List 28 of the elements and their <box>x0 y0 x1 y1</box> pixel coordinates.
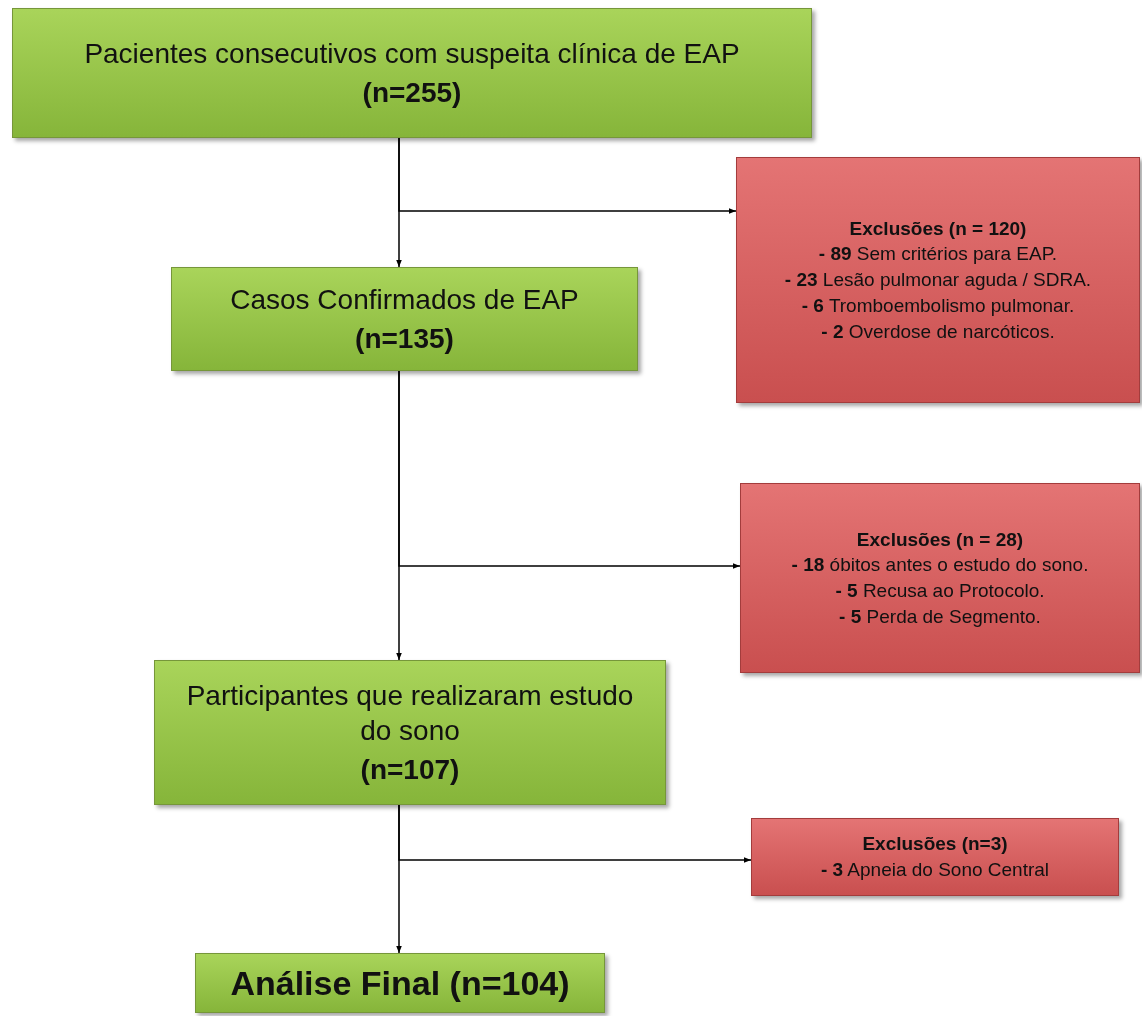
exclusion-item: - 18 óbitos antes o estudo do sono. <box>791 553 1089 577</box>
exclusion-box <box>740 483 1140 673</box>
box-heading: Análise Final (n=104) <box>230 962 570 1004</box>
exclusion-item: - 89 Sem critérios para EAP. <box>818 242 1058 267</box>
exclusion-item: - 6 Tromboembolismo pulmonar. <box>801 293 1075 318</box>
process-box <box>154 660 666 805</box>
box-heading: Exclusões (n=3) <box>862 832 1008 856</box>
exclusion-item: - 5 Perda de Segmento. <box>839 604 1041 629</box>
box-heading: Pacientes consecutivos com suspeita clínica de EAP <box>84 37 740 71</box>
count-label: (n=107) <box>360 753 460 787</box>
exclusion-item: - 5 Recusa ao Protocolo. <box>835 579 1045 603</box>
count-label: (n=255) <box>362 76 462 110</box>
exclusion-item: - 3 Apneia do Sono Central <box>820 858 1050 882</box>
count-label: (n=135) <box>355 322 454 356</box>
box-heading: Participantes que realizaram estudo do sono <box>185 679 635 748</box>
exclusion-box <box>751 818 1119 896</box>
exclusion-item: - 2 Overdose de narcóticos. <box>821 319 1055 344</box>
box-heading: Exclusões (n = 28) <box>856 527 1024 552</box>
exclusion-box <box>736 157 1140 403</box>
exclusion-item: - 23 Lesão pulmonar aguda / SDRA. <box>784 268 1092 292</box>
process-box <box>195 953 605 1013</box>
box-heading: Exclusões (n = 120) <box>849 216 1027 241</box>
arrow <box>398 370 741 569</box>
arrow <box>398 137 737 214</box>
process-box <box>12 8 812 138</box>
box-heading: Casos Confirmados de EAP <box>230 283 579 317</box>
process-box <box>171 267 638 371</box>
arrow <box>398 804 752 863</box>
